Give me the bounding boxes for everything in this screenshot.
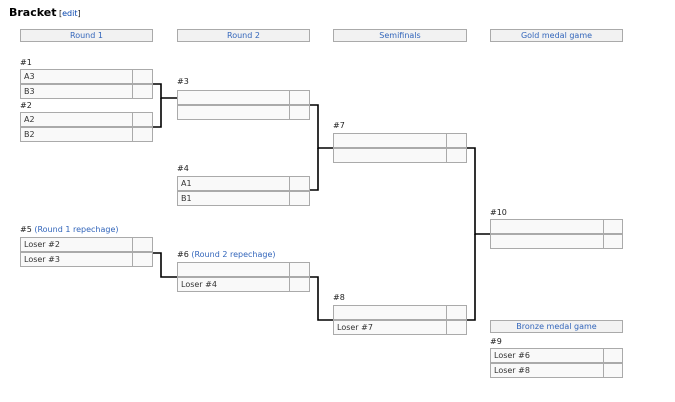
match-5-repechage-link[interactable]: (Round 1 repechage) <box>34 225 119 234</box>
match-10-score-2 <box>603 234 623 249</box>
match-1-team-2: B3 <box>20 84 133 99</box>
match-5-number: #5 <box>20 225 32 234</box>
match-1-score-1 <box>132 69 153 84</box>
edit-close-bracket: ] <box>77 9 81 18</box>
round-header-gold-medal-game: Gold medal game <box>490 29 623 42</box>
match-7-label: #7 <box>333 121 345 130</box>
match-9-team-1: Loser #6 <box>490 348 604 363</box>
match-7-score-2 <box>446 148 467 163</box>
round-header-round2: Round 2 <box>177 29 310 42</box>
match-8-score-2 <box>446 320 467 335</box>
match-1-score-2 <box>132 84 153 99</box>
edit-link[interactable]: edit <box>62 9 78 18</box>
match-8-team-2: Loser #7 <box>333 320 447 335</box>
match-9-label: #9 <box>490 337 502 346</box>
match-10-label: #10 <box>490 208 507 217</box>
match-8-label: #8 <box>333 293 345 302</box>
match-6-number: #6 <box>177 250 189 259</box>
round-header-semifinals: Semifinals <box>333 29 467 42</box>
connector-match3-to-match7 <box>310 104 333 149</box>
match-2-label: #2 <box>20 101 32 110</box>
connector-match1-to-match3 <box>153 83 177 99</box>
match-3-label: #3 <box>177 77 189 86</box>
connector-match5-to-match6 <box>153 252 177 278</box>
match-4-score-2 <box>289 191 310 206</box>
round-header-round1: Round 1 <box>20 29 153 42</box>
match-6-score-2 <box>289 277 310 292</box>
match-3-score-1 <box>289 90 310 105</box>
match-5-score-2 <box>132 252 153 267</box>
connector-match4-to-match7 <box>310 148 319 191</box>
match-7-score-1 <box>446 133 467 148</box>
edit-section: [edit] <box>59 9 81 18</box>
match-4-score-1 <box>289 176 310 191</box>
match-4-label: #4 <box>177 164 189 173</box>
connector-match2-to-match3 <box>153 98 162 128</box>
round-header-bronze-medal-game: Bronze medal game <box>490 320 623 333</box>
edit-open-bracket: [ <box>59 9 63 18</box>
match-9-score-1 <box>603 348 623 363</box>
connector-match7-to-match10 <box>467 147 490 235</box>
match-6-score-1 <box>289 262 310 277</box>
match-3-score-2 <box>289 105 310 120</box>
match-6-label: #6 (Round 2 repechage) <box>177 250 275 260</box>
match-10-score-1 <box>603 219 623 234</box>
match-2-score-2 <box>132 127 153 142</box>
connector-match8-to-match10 <box>467 234 476 321</box>
match-5-score-1 <box>132 237 153 252</box>
connector-match6-to-match8 <box>310 276 333 321</box>
match-2-score-1 <box>132 112 153 127</box>
match-1-label: #1 <box>20 58 32 67</box>
match-8-score-1 <box>446 305 467 320</box>
match-6-repechage-link[interactable]: (Round 2 repechage) <box>191 250 276 259</box>
match-5-label: #5 (Round 1 repechage) <box>20 225 118 235</box>
bracket-heading: Bracket <box>9 6 57 19</box>
match-9-score-2 <box>603 363 623 378</box>
